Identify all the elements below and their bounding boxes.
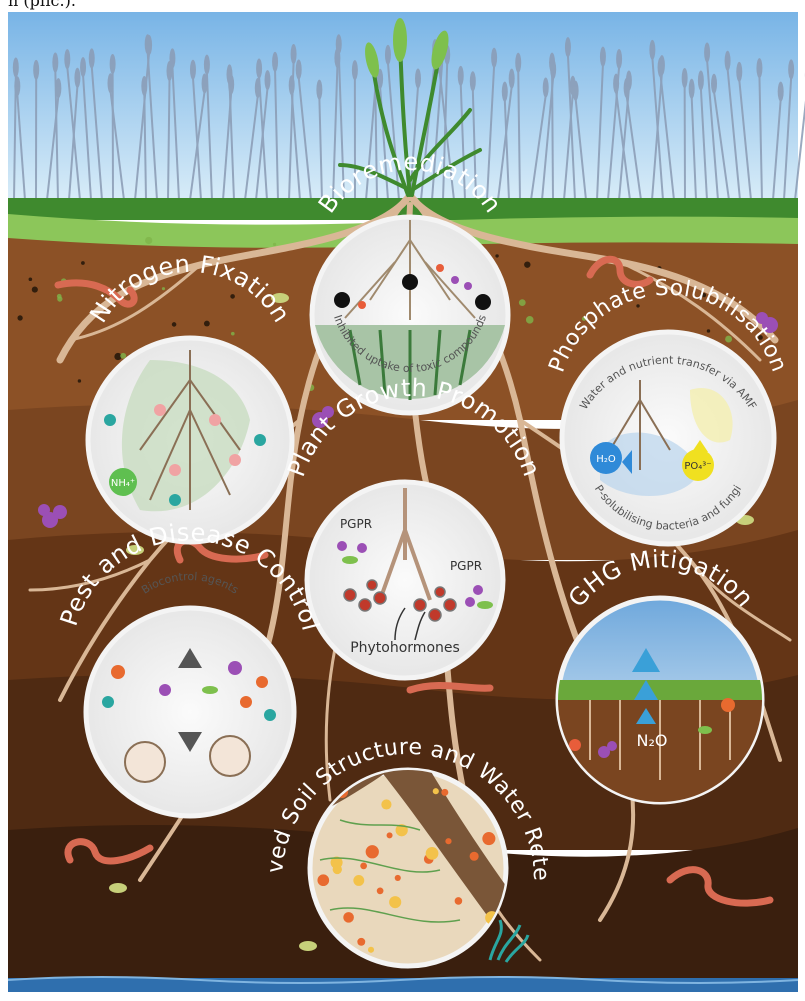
po4-label: PO₄³⁻ <box>684 461 711 472</box>
pgpr-right-label: PGPR <box>450 559 482 573</box>
phytohormones-label: Phytohormones <box>350 640 460 656</box>
nh4-label: NH₄⁺ <box>111 478 135 489</box>
n2o-label: N₂O <box>637 731 668 750</box>
h2o-label: H₂O <box>596 454 616 465</box>
pgpr-left-label: PGPR <box>340 517 372 531</box>
